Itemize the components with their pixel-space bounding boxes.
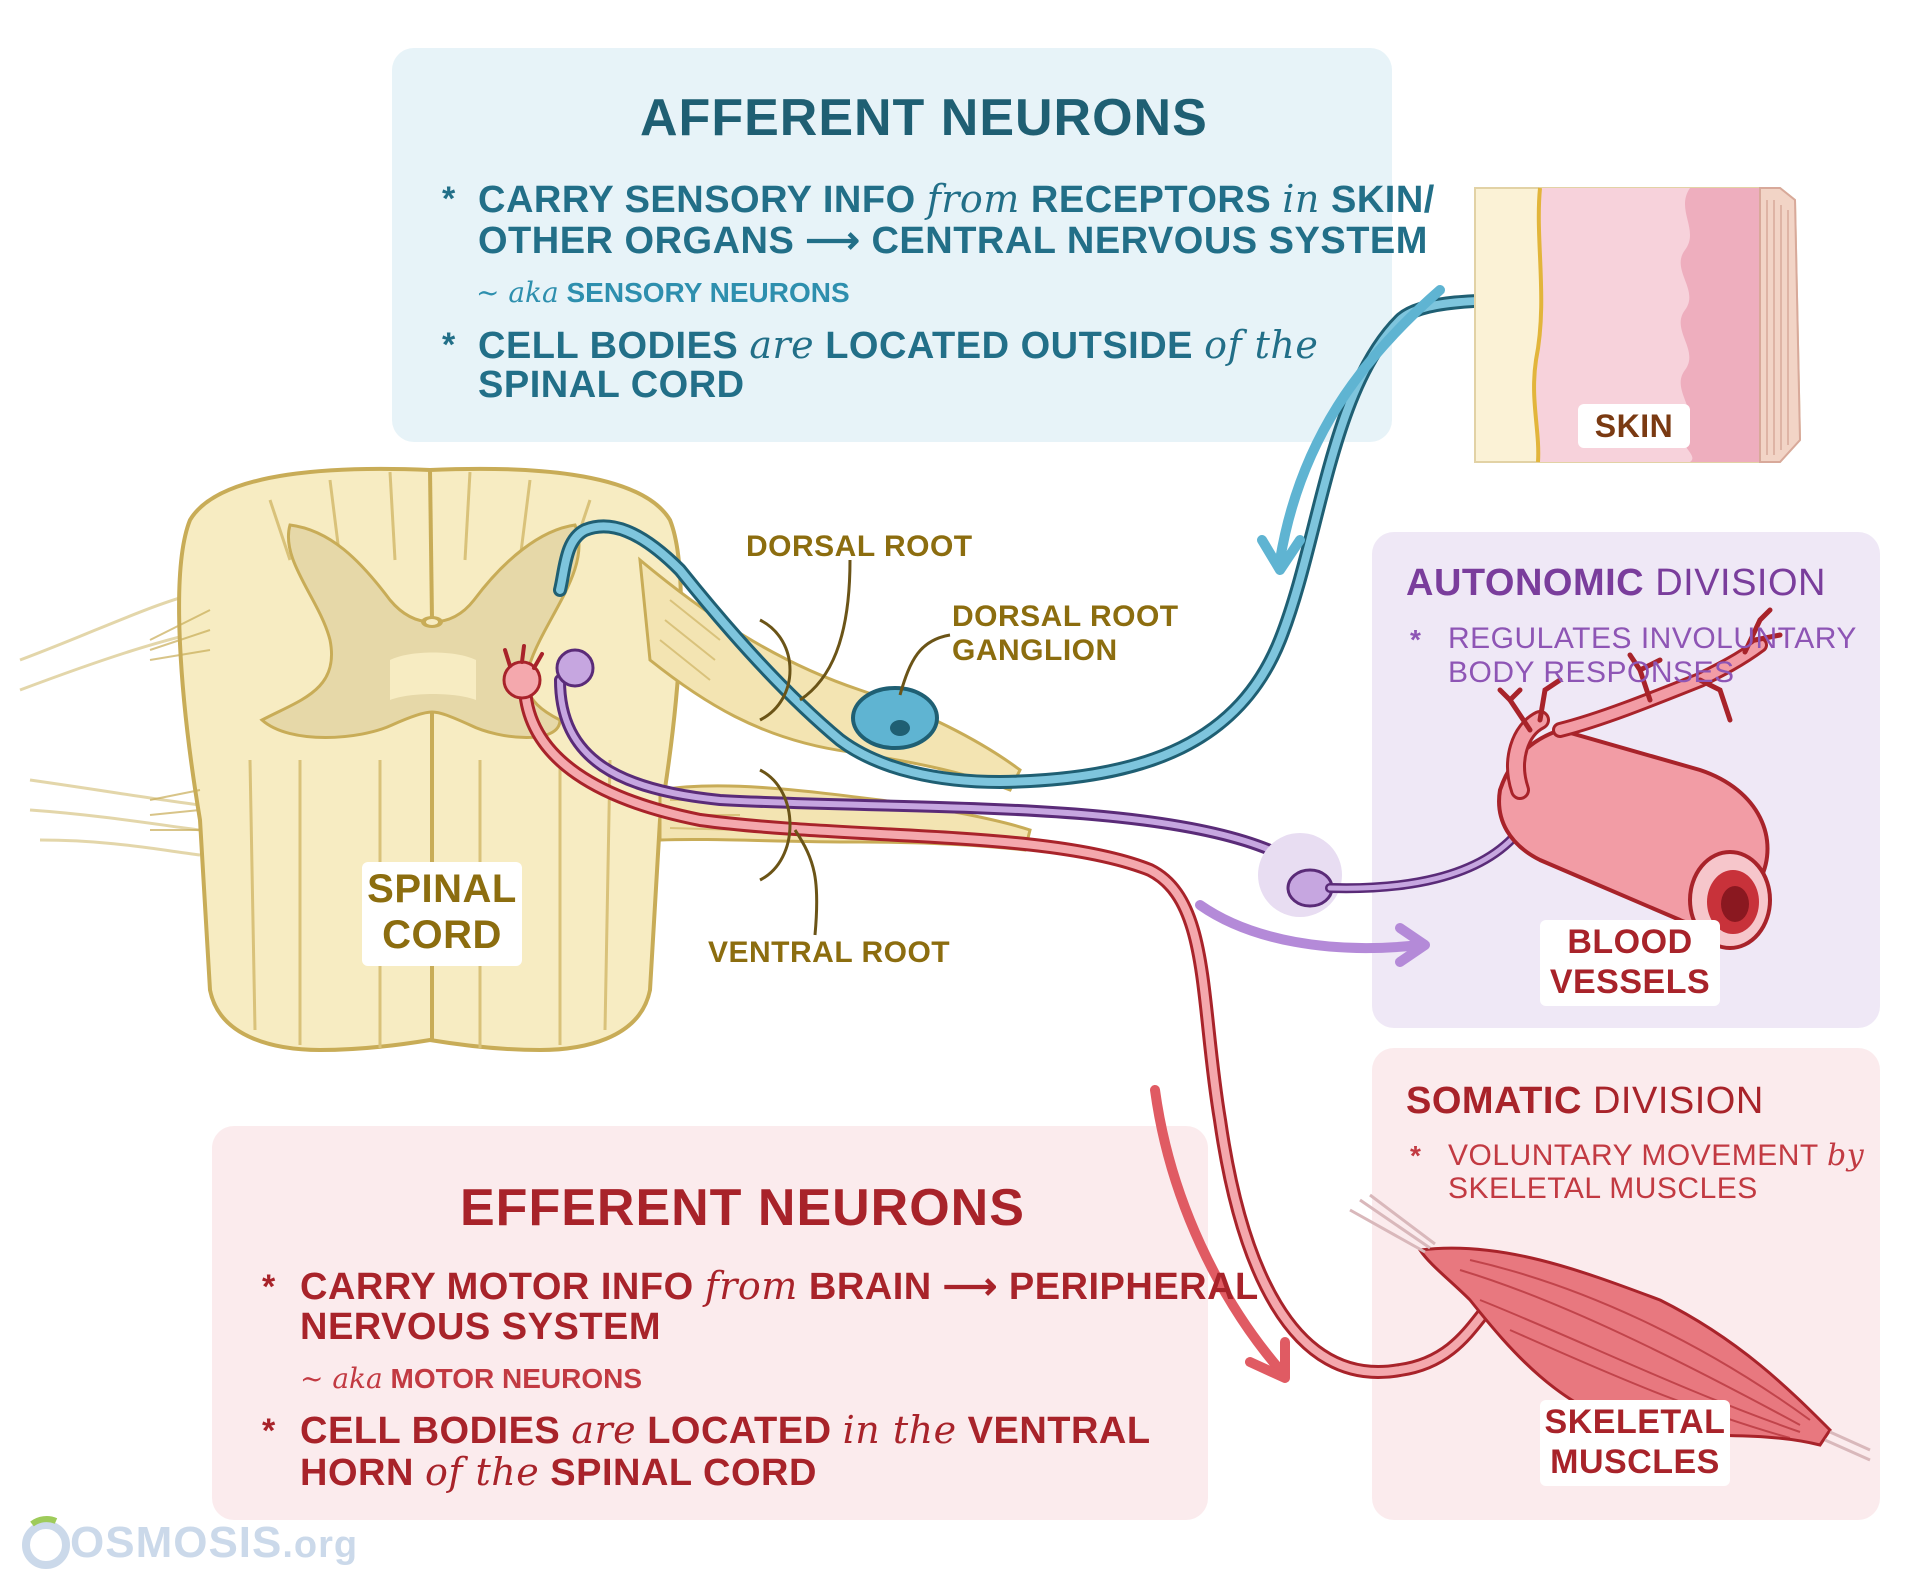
somatic-title: SOMATIC DIVISION [1406, 1080, 1764, 1122]
spinal-cord-drawing [149, 466, 683, 1053]
efferent-point-2-line-1: CELL BODIES are LOCATED in the VENTRAL [300, 1408, 1151, 1452]
efferent-neuron [502, 644, 1517, 1379]
somatic-point-line-1: VOLUNTARY MOVEMENT by [1448, 1138, 1865, 1173]
drg-label-line-1: DORSAL ROOT [952, 600, 1179, 633]
afferent-point-1-line-2: OTHER ORGANS ⟶ CENTRAL NERVOUS SYSTEM [478, 220, 1428, 262]
efferent-bullet-2: * [262, 1412, 276, 1450]
afferent-point-1-line-1: CARRY SENSORY INFO from RECEPTORS in SKI… [478, 177, 1435, 221]
efferent-point-1-line-1: CARRY MOTOR INFO from BRAIN ⟶ PERIPHERAL [300, 1264, 1259, 1308]
skin-drawing [1474, 187, 1802, 463]
autonomic-point-line-1: REGULATES INVOLUNTARY [1448, 622, 1857, 655]
afferent-point-2-line-1: CELL BODIES are LOCATED OUTSIDE of the [478, 323, 1319, 367]
efferent-title: EFFERENT NEURONS [460, 1179, 1025, 1237]
blood-vessels-label: BLOOD VESSELS [1540, 920, 1720, 1006]
efferent-point-2-line-2: HORN of the SPINAL CORD [300, 1450, 817, 1494]
autonomic-bullet: * [1410, 624, 1421, 655]
afferent-bullet-1: * [442, 180, 456, 218]
root-brackets [759, 559, 951, 936]
preganglionic-cell-body [555, 648, 595, 688]
spinal-cord-label: SPINAL CORD [362, 862, 522, 966]
afferent-panel [392, 48, 1392, 442]
skeletal-muscles-label: SKELETAL MUSCLES [1540, 1400, 1730, 1486]
afferent-point-2-line-2: SPINAL CORD [478, 364, 745, 406]
skin-label: SKIN [1578, 404, 1690, 448]
ventral-root-label: VENTRAL ROOT [708, 936, 951, 969]
autonomic-title: AUTONOMIC DIVISION [1406, 562, 1826, 604]
efferent-panel [212, 1126, 1208, 1520]
afferent-arrow [1257, 285, 1445, 575]
drg-label-line-2: GANGLION [952, 634, 1118, 667]
somatic-bullet: * [1410, 1140, 1421, 1171]
dorsal-root-ganglion-cell [851, 686, 939, 750]
efferent-aka: ~ aka MOTOR NEURONS [300, 1362, 642, 1395]
afferent-aka: ~ aka SENSORY NEURONS [476, 276, 850, 309]
dorsal-root-label: DORSAL ROOT [746, 530, 973, 563]
afferent-bullet-2: * [442, 326, 456, 364]
blood-vessel-drawing [1497, 607, 1783, 950]
autonomic-arrow [1195, 900, 1430, 967]
efferent-point-1-line-2: NERVOUS SYSTEM [300, 1306, 662, 1348]
autonomic-point-line-2: BODY RESPONSES [1448, 656, 1735, 689]
afferent-title: AFFERENT NEURONS [640, 89, 1208, 147]
autonomic-neuron [554, 648, 1525, 917]
efferent-bullet-1: * [262, 1268, 276, 1306]
skeletal-muscle-drawing [1349, 1193, 1871, 1462]
efferent-arrow [1150, 1085, 1290, 1383]
somatic-point-line-2: SKELETAL MUSCLES [1448, 1172, 1758, 1205]
osmosis-logo-mark [22, 1516, 70, 1569]
osmosis-logo: OSMOSIS.org [70, 1518, 359, 1567]
